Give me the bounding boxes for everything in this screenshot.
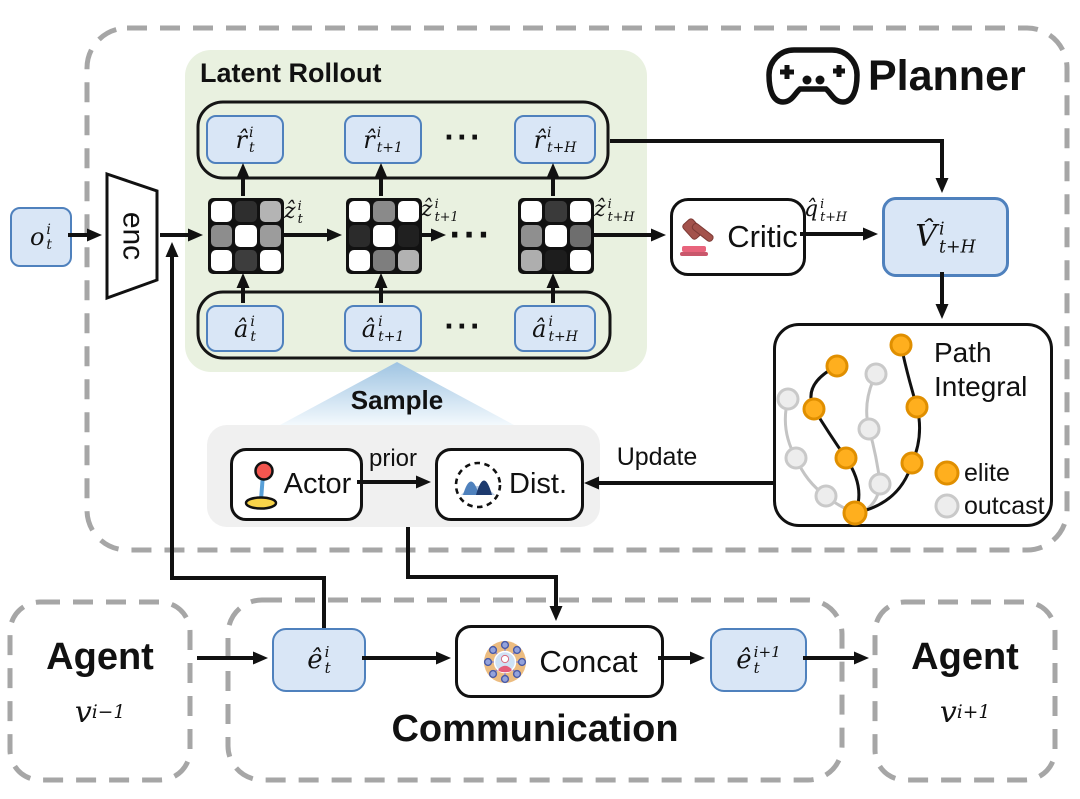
prior-label: prior [368, 445, 417, 472]
encoder-trapezoid: enc [100, 168, 164, 304]
path-integral-title: Path Integral [934, 337, 1028, 402]
outcast-legend-label: outcast [964, 492, 1045, 520]
actor-box: Actor [230, 448, 363, 521]
encoder-label: enc [117, 212, 150, 260]
path-integral-box: Path Integral elite outcast [773, 323, 1053, 527]
latent-grid-tH [518, 198, 594, 274]
agent-prev-frame [7, 599, 193, 783]
outcast-nodes [776, 362, 892, 508]
agent-prev-title: Agent [46, 636, 154, 678]
elite-legend-dot [933, 459, 961, 487]
concat-box: Concat [455, 625, 664, 698]
latent-grid-t [208, 198, 284, 274]
planner-title: Planner [868, 52, 1026, 100]
latent-row-dots: ··· [449, 218, 493, 253]
elite-nodes [802, 333, 929, 526]
gamepad-icon [763, 44, 863, 108]
latent-grid-t1 [346, 198, 422, 274]
concat-label: Concat [539, 643, 638, 679]
sample-label: Sample [350, 385, 444, 415]
action-row-dots: ··· [444, 312, 483, 342]
gavel-icon [678, 216, 720, 258]
joystick-icon [242, 460, 280, 510]
arrow-rewards-to-value [610, 139, 949, 193]
dist-box: Dist. [435, 448, 584, 521]
communication-title: Communication [391, 708, 679, 750]
critic-label: Critic [727, 219, 798, 254]
outcast-legend-dot [933, 492, 961, 520]
critic-box: Critic [670, 198, 806, 276]
arrow-dist-to-concat [406, 527, 563, 621]
dist-label: Dist. [509, 468, 567, 500]
path-integral-graph [776, 333, 929, 526]
update-label: Update [616, 443, 698, 471]
agent-next-frame [872, 599, 1058, 783]
actor-label: Actor [283, 468, 352, 500]
distribution-icon [452, 459, 504, 511]
elite-legend-label: elite [964, 459, 1010, 487]
latent-rollout-title: Latent Rollout [200, 58, 382, 88]
network-icon [481, 638, 529, 686]
agent-next-title: Agent [911, 636, 1019, 678]
reward-row-dots: ··· [444, 123, 483, 153]
